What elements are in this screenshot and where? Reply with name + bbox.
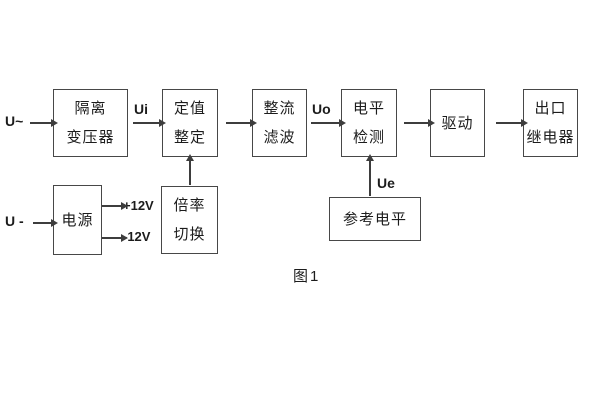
- block-ratio-switch: 倍率 切换: [161, 186, 218, 254]
- arrow-level-to-driver-icon: [404, 122, 428, 124]
- block-label: 检测: [352, 129, 385, 146]
- figure-caption: 图1: [293, 268, 321, 285]
- block-label: 整定: [173, 129, 206, 146]
- signal-uo-label: Uo: [312, 101, 331, 117]
- arrow-power-pos-rail-icon: [102, 205, 121, 207]
- block-label: 倍率: [173, 197, 206, 214]
- block-label: 参考电平: [342, 210, 407, 228]
- block-label: 整流: [263, 100, 296, 117]
- block-label: 隔离: [74, 100, 107, 117]
- block-label: 变压器: [66, 129, 115, 146]
- block-label: 出口: [534, 100, 567, 117]
- arrow-dc-input-icon: [33, 222, 51, 224]
- arrow-ac-input-icon: [30, 122, 51, 124]
- block-setpoint-adjust: 定值 整定: [162, 89, 218, 157]
- block-label: 滤波: [263, 129, 296, 146]
- block-label: 切换: [173, 226, 206, 243]
- block-reference-level: 参考电平: [329, 197, 421, 241]
- input-ac-label: U~: [5, 113, 24, 129]
- block-power-supply: 电源: [53, 185, 102, 255]
- block-label: 电源: [61, 211, 94, 229]
- block-level-detector: 电平 检测: [341, 89, 397, 157]
- block-label: 驱动: [441, 114, 474, 132]
- input-dc-label: U -: [5, 213, 24, 229]
- arrow-reference-to-level-icon: [369, 160, 371, 196]
- block-label: 继电器: [526, 129, 575, 146]
- signal-ui-label: Ui: [134, 101, 148, 117]
- arrow-isolation-to-setpoint-icon: [133, 122, 159, 124]
- arrow-ratio-to-setpoint-icon: [189, 160, 191, 185]
- rail-pos-label: +12V: [123, 198, 154, 213]
- block-label: 电平: [352, 100, 385, 117]
- block-output-relay: 出口 继电器: [523, 89, 578, 157]
- arrow-setpoint-to-rectifier-icon: [226, 122, 250, 124]
- block-label: 定值: [173, 100, 206, 117]
- block-rectifier-filter: 整流 滤波: [252, 89, 307, 157]
- arrow-driver-to-relay-icon: [496, 122, 521, 124]
- arrow-power-neg-rail-icon: [102, 237, 121, 239]
- signal-ue-label: Ue: [377, 175, 395, 191]
- block-isolation-transformer: 隔离 变压器: [53, 89, 128, 157]
- rail-neg-label: -12V: [123, 229, 151, 244]
- block-driver: 驱动: [430, 89, 485, 157]
- arrow-rectifier-to-level-icon: [311, 122, 339, 124]
